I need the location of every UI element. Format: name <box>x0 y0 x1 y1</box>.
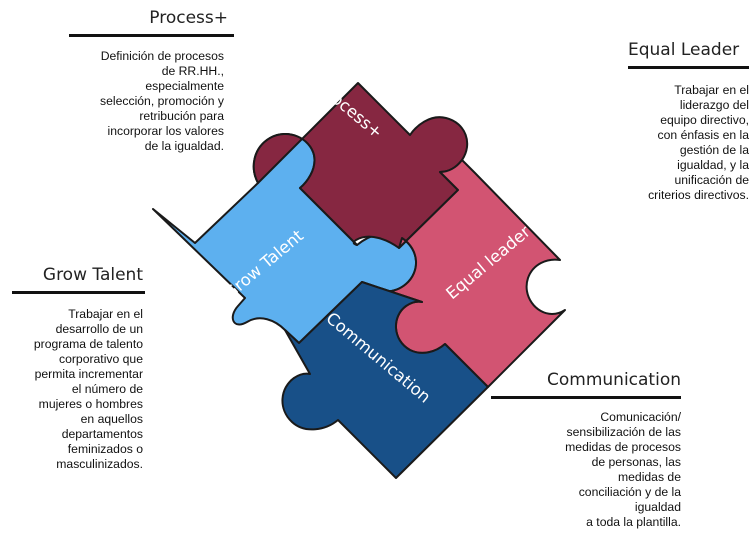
process-title: Process+ <box>149 8 228 28</box>
grow-talent-block: Grow Talent Trabajar en el desarrollo de… <box>12 265 145 472</box>
grow-talent-rule <box>12 291 145 294</box>
grow-talent-text: Trabajar en el desarrollo de un programa… <box>33 307 143 471</box>
process-rule <box>69 34 234 37</box>
process-block: Process+ Definición de procesos de RR.HH… <box>66 8 234 154</box>
equal-leader-title: Equal Leader <box>628 40 740 60</box>
grow-talent-title: Grow Talent <box>42 265 143 285</box>
communication-piece <box>281 281 489 479</box>
equal-leader-rule <box>628 66 749 69</box>
equal-leader-text: Trabajar en el liderazgo del equipo dire… <box>648 83 749 202</box>
communication-rule <box>491 396 681 399</box>
process-text: Definición de procesos de RR.HH., especi… <box>100 49 224 153</box>
equal-leader-block: Equal Leader Trabajar en el liderazgo de… <box>628 40 749 203</box>
communication-title: Communication <box>547 370 681 390</box>
communication-block: Communication Comunicación/ sensibilizac… <box>491 370 681 530</box>
process-piece <box>252 82 469 249</box>
communication-text: Comunicación/ sensibilización de las med… <box>565 410 681 529</box>
